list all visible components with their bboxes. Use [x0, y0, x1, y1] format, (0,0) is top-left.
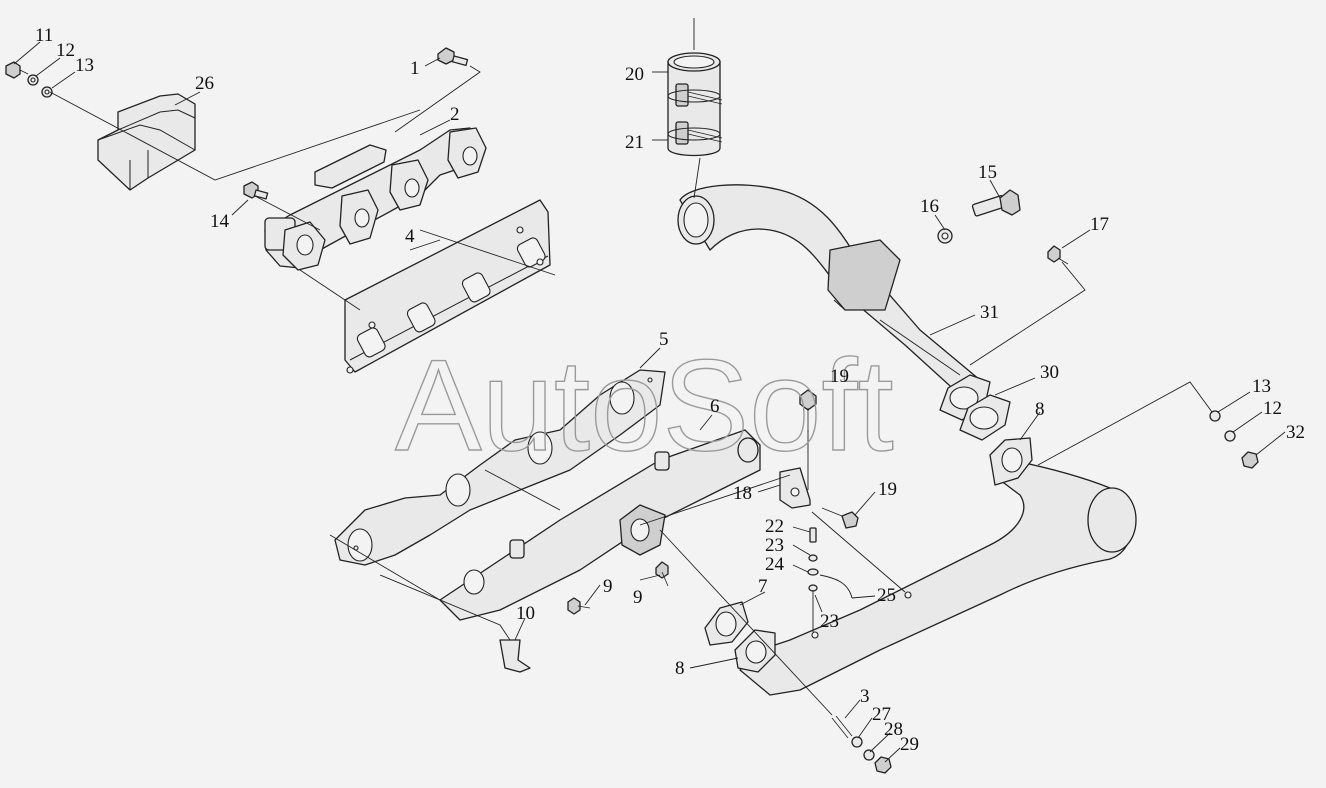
washer-28-part	[863, 749, 875, 761]
callout-label: 13	[1252, 376, 1271, 397]
callout-label: 8	[675, 658, 685, 679]
manifold-gasket-part	[344, 199, 551, 374]
callout-label: 23	[820, 611, 839, 632]
heat-shield-part	[97, 93, 196, 191]
fitting-22-25-part	[807, 527, 853, 599]
callout-label: 9	[603, 576, 613, 597]
bolt-19b-part	[821, 507, 859, 529]
watermark: AutoSoft	[395, 332, 894, 478]
callout-label: 11	[35, 25, 53, 46]
callout-label: 29	[900, 734, 919, 755]
callout-label: 12	[56, 40, 75, 61]
exhaust-manifold-gasket-5-part	[334, 369, 666, 566]
callout-label: 5	[659, 329, 669, 350]
callout-label: 18	[733, 483, 752, 504]
bolt-17-part	[1047, 245, 1069, 265]
washer-12-part	[27, 74, 39, 86]
callout-label: 32	[1286, 422, 1305, 443]
callout-label: 6	[710, 396, 720, 417]
washer-16-part	[937, 228, 953, 244]
callout-label: 28	[884, 719, 903, 740]
callout-ticks	[13, 41, 1286, 763]
bolt-15-part	[971, 189, 1021, 217]
callout-label: 25	[877, 585, 896, 606]
washer-13b-part	[1209, 410, 1221, 422]
callout-label: 19	[878, 479, 897, 500]
callout-label: 7	[758, 576, 768, 597]
bolt-11-part	[5, 61, 29, 79]
callout-label: 30	[1040, 362, 1059, 383]
callout-label: 4	[405, 226, 415, 247]
washer-27-part	[851, 736, 863, 748]
callout-label: 9	[633, 587, 643, 608]
callout-label: 31	[980, 302, 999, 323]
gasket-7-part	[704, 601, 749, 646]
stud-3-part	[831, 715, 853, 739]
clamp-21-part	[667, 83, 723, 145]
downpipe-31-part	[677, 184, 981, 396]
washer-13-part	[41, 86, 53, 98]
callout-label: 22	[765, 516, 784, 537]
callout-label: 26	[195, 73, 214, 94]
callout-label: 14	[210, 211, 230, 232]
nut-32-part	[1241, 451, 1259, 469]
callout-label: 12	[1263, 398, 1282, 419]
bolt-9b-part	[655, 561, 669, 587]
callout-label: 27	[872, 704, 891, 725]
bracket-10-part	[499, 639, 531, 673]
leader-lines	[49, 18, 1213, 716]
callout-label: 13	[75, 55, 94, 76]
bolt-14-part	[243, 181, 269, 200]
callout-label: 15	[978, 162, 997, 183]
callout-label: 3	[860, 686, 870, 707]
exhaust-manifold-6-part	[439, 429, 761, 621]
bolt-19-part	[799, 389, 817, 432]
callout-label: 17	[1090, 214, 1109, 235]
callout-label: 1	[410, 58, 420, 79]
callout-numbers: 11 12 13 1 2 26 20 21 15 16 17 14 4 31 5…	[35, 25, 1305, 755]
callout-label: 21	[625, 132, 644, 153]
flange-gasket-30-part	[939, 374, 1011, 441]
callout-label: 19	[830, 366, 849, 387]
bolt-1-part	[437, 47, 469, 67]
washer-12b-part	[1224, 430, 1236, 442]
callout-label: 24	[765, 554, 785, 575]
callout-label: 20	[625, 64, 644, 85]
exhaust-manifold-part	[264, 127, 487, 271]
callout-label: 23	[765, 535, 784, 556]
bolt-9a-part	[567, 597, 591, 615]
callout-label: 2	[450, 104, 460, 125]
callout-label: 8	[1035, 399, 1045, 420]
callout-label: 10	[516, 603, 535, 624]
callout-label: 16	[920, 196, 939, 217]
nut-29-part	[874, 756, 892, 774]
exhaust-pipe-8-part	[734, 437, 1137, 696]
bracket-18-part	[779, 467, 811, 509]
